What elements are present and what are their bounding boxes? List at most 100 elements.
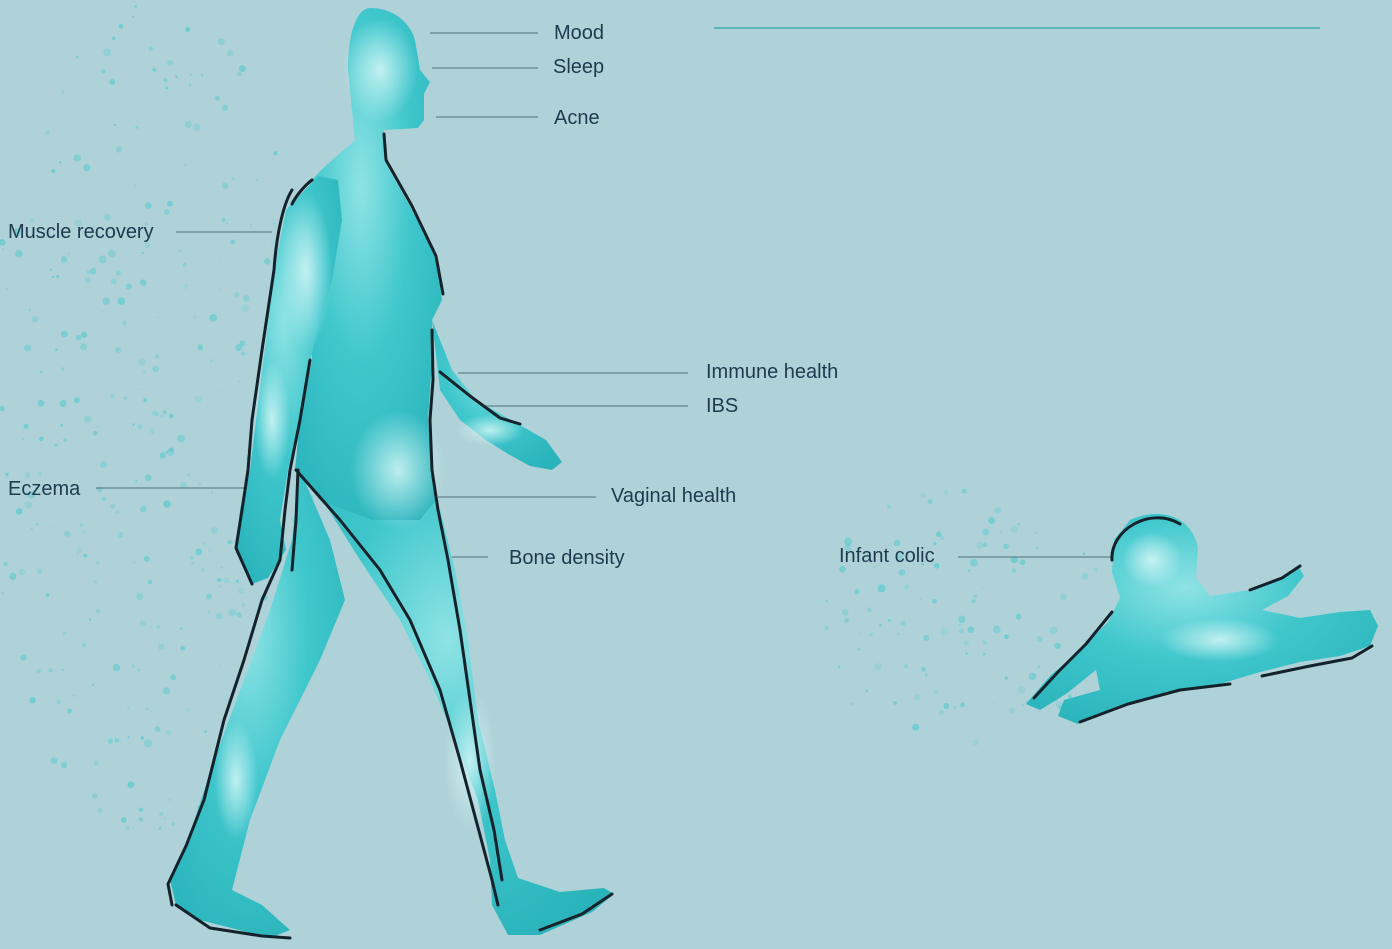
speckle-dot [962, 489, 967, 494]
speckle-dot [166, 730, 172, 736]
speckle-dot [76, 548, 81, 553]
speckle-dot [134, 5, 137, 8]
speckle-dot [132, 664, 136, 668]
speckle-dot [958, 624, 961, 627]
speckle-dot [240, 340, 246, 346]
speckle-dot [64, 531, 70, 537]
speckle-dot [150, 626, 152, 628]
speckle-dot [844, 618, 849, 623]
speckle-dot [55, 444, 58, 447]
speckle-dot [9, 573, 16, 580]
speckle-dot [99, 256, 107, 264]
speckle-dot [94, 761, 99, 766]
speckle-dot [860, 633, 862, 635]
speckle-dot [167, 448, 175, 456]
speckle-dot [103, 49, 111, 57]
speckle-dot [865, 689, 868, 692]
speckle-dot [1060, 593, 1067, 600]
speckle-dot [921, 492, 926, 497]
speckle-dot [944, 490, 949, 495]
speckle-dot [97, 807, 102, 812]
speckle-dot [92, 684, 94, 686]
speckle-dot [37, 569, 43, 575]
speckle-dot [128, 781, 135, 788]
speckle-dot [139, 817, 143, 821]
speckle-dot [121, 817, 127, 823]
speckle-dot [100, 461, 107, 468]
speckle-dot [125, 826, 129, 830]
speckle-dot [970, 559, 978, 567]
speckle-dot [934, 563, 940, 569]
speckle-dot [56, 275, 59, 278]
speckle-dot [145, 474, 152, 481]
speckle-dot [206, 594, 212, 600]
speckle-dot [61, 367, 65, 371]
speckle-dot [203, 542, 207, 546]
speckle-dot [45, 593, 49, 597]
speckle-dot [239, 65, 246, 72]
speckle-dot [148, 580, 153, 585]
speckle-dot [59, 161, 62, 164]
speckle-dot [158, 827, 161, 830]
speckle-dot [116, 270, 121, 275]
speckle-dot [994, 507, 1001, 514]
speckle-dot [1054, 643, 1061, 650]
speckle-dot [960, 702, 965, 707]
speckle-dot [83, 554, 87, 558]
speckle-dot [116, 147, 122, 153]
speckle-dot [899, 569, 905, 575]
speckle-dot [138, 669, 140, 671]
speckle-dot [241, 351, 245, 355]
speckle-dot [15, 250, 22, 257]
speckle-dot [90, 98, 92, 100]
speckle-dot [940, 536, 944, 540]
speckle-dot [201, 74, 204, 77]
speckle-dot [84, 416, 91, 423]
speckle-dot [222, 183, 229, 190]
speckle-dot [972, 599, 976, 603]
speckle-dot [172, 822, 176, 826]
speckle-dot [228, 540, 232, 544]
speckle-dot [1068, 694, 1072, 698]
speckle-dot [163, 687, 170, 694]
speckle-dot [76, 56, 79, 59]
speckle-dot [39, 437, 44, 442]
speckle-dot [1029, 673, 1036, 680]
speckle-dot [193, 124, 201, 132]
speckle-dot [965, 652, 968, 655]
speckle-dot [108, 738, 113, 743]
speckle-dot [180, 646, 185, 651]
speckle-dot [73, 695, 75, 697]
speckle-dot [180, 627, 183, 630]
speckle-dot [271, 241, 273, 243]
speckle-dot [132, 828, 134, 830]
speckle-dot [1020, 559, 1026, 565]
speckle-dot [96, 561, 99, 564]
speckle-dot [102, 497, 107, 502]
speckle-dot [1018, 686, 1026, 694]
speckle-dot [122, 321, 127, 326]
speckle-dot [36, 669, 41, 674]
label-acne: Acne [554, 108, 600, 128]
speckle-dot [264, 258, 271, 265]
speckle-dot [273, 151, 277, 155]
speckle-dot [40, 371, 42, 373]
speckle-dot [189, 84, 191, 86]
speckle-dot [238, 588, 244, 594]
speckle-dot [242, 602, 246, 606]
speckle-dot [132, 423, 135, 426]
speckle-dot [893, 701, 897, 705]
speckle-dot [161, 415, 163, 417]
speckle-dot [124, 323, 126, 325]
speckle-dot [1016, 614, 1022, 620]
speckle-dot [243, 295, 250, 302]
speckle-dot [921, 667, 926, 672]
speckle-dot [191, 562, 194, 565]
speckle-dot [1082, 573, 1089, 580]
label-eczema: Eczema [8, 479, 80, 499]
speckle-dot [879, 624, 882, 627]
speckle-dot [273, 222, 276, 225]
crawling-infant-figure [1026, 514, 1378, 724]
speckle-dot [101, 69, 106, 74]
